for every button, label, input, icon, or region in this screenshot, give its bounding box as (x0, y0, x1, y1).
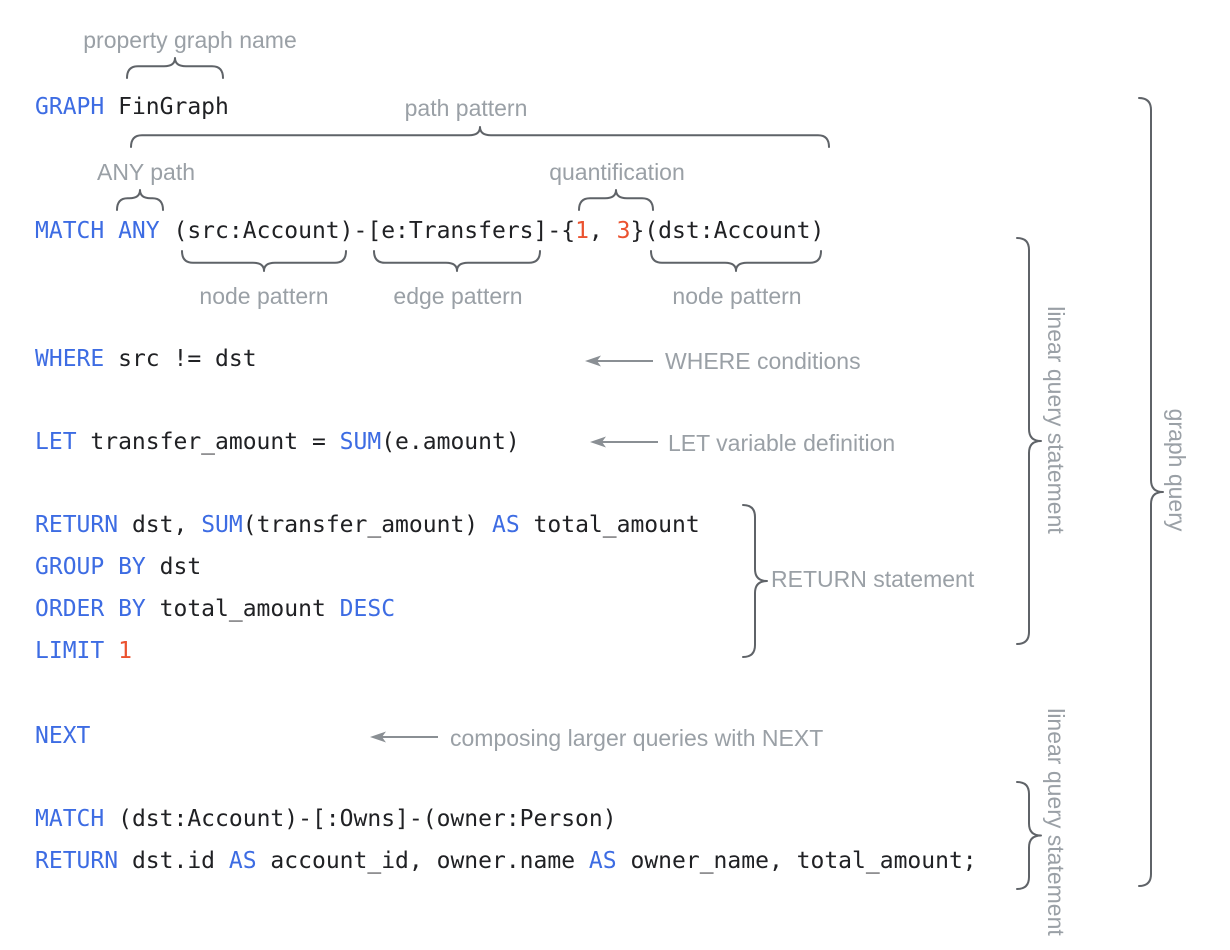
fingraph-overbrace (126, 57, 224, 79)
code-line-where: WHERE src != dst (35, 346, 257, 372)
label-linear-query-statement-1: linear query statement (1043, 306, 1069, 534)
code-line-graph: GRAPH FinGraph (35, 94, 229, 120)
code-line-next: NEXT (35, 723, 91, 749)
label-edge-pattern: edge pattern (393, 283, 523, 309)
label-composing-next: composing larger queries with NEXT (450, 725, 824, 751)
code-line-return-2: RETURN dst.id AS account_id, owner.name … (35, 848, 977, 874)
code-line-match-2: MATCH (dst:Account)-[:Owns]-(owner:Perso… (35, 806, 617, 832)
edge-pattern-underbrace (373, 250, 541, 272)
linear-query-statement-brace-2 (1016, 781, 1042, 890)
let-left-arrow-icon (590, 435, 660, 449)
label-quantification: quantification (549, 159, 685, 185)
linear-query-statement-brace-1 (1016, 237, 1042, 645)
code-line-match: MATCH ANY (src:Account)-[e:Transfers]-{1… (35, 218, 825, 244)
node-pattern-left-underbrace (181, 250, 347, 272)
label-property-graph-name: property graph name (83, 27, 297, 53)
path-pattern-overbrace (130, 126, 830, 148)
where-left-arrow-icon (585, 354, 655, 368)
label-let-variable-definition: LET variable definition (668, 430, 896, 456)
any-path-overbrace (116, 189, 164, 211)
label-node-pattern-left: node pattern (199, 283, 329, 309)
code-line-let: LET transfer_amount = SUM(e.amount) (35, 429, 520, 455)
label-return-statement: RETURN statement (771, 566, 975, 592)
code-line-limit: LIMIT 1 (35, 638, 132, 664)
code-line-order-by: ORDER BY total_amount DESC (35, 596, 396, 622)
quantification-overbrace (578, 189, 654, 211)
label-linear-query-statement-2: linear query statement (1043, 708, 1069, 936)
label-graph-query: graph query (1164, 408, 1190, 532)
code-line-group-by: GROUP BY dst (35, 554, 202, 580)
graph-query-brace (1138, 97, 1164, 887)
next-left-arrow-icon (370, 730, 440, 744)
return-statement-brace (742, 504, 768, 658)
label-where-conditions: WHERE conditions (665, 348, 861, 374)
node-pattern-right-underbrace (650, 250, 822, 272)
label-path-pattern: path pattern (404, 95, 528, 121)
label-any-path: ANY path (96, 159, 196, 185)
label-node-pattern-right: node pattern (672, 283, 802, 309)
code-line-return: RETURN dst, SUM(transfer_amount) AS tota… (35, 512, 700, 538)
